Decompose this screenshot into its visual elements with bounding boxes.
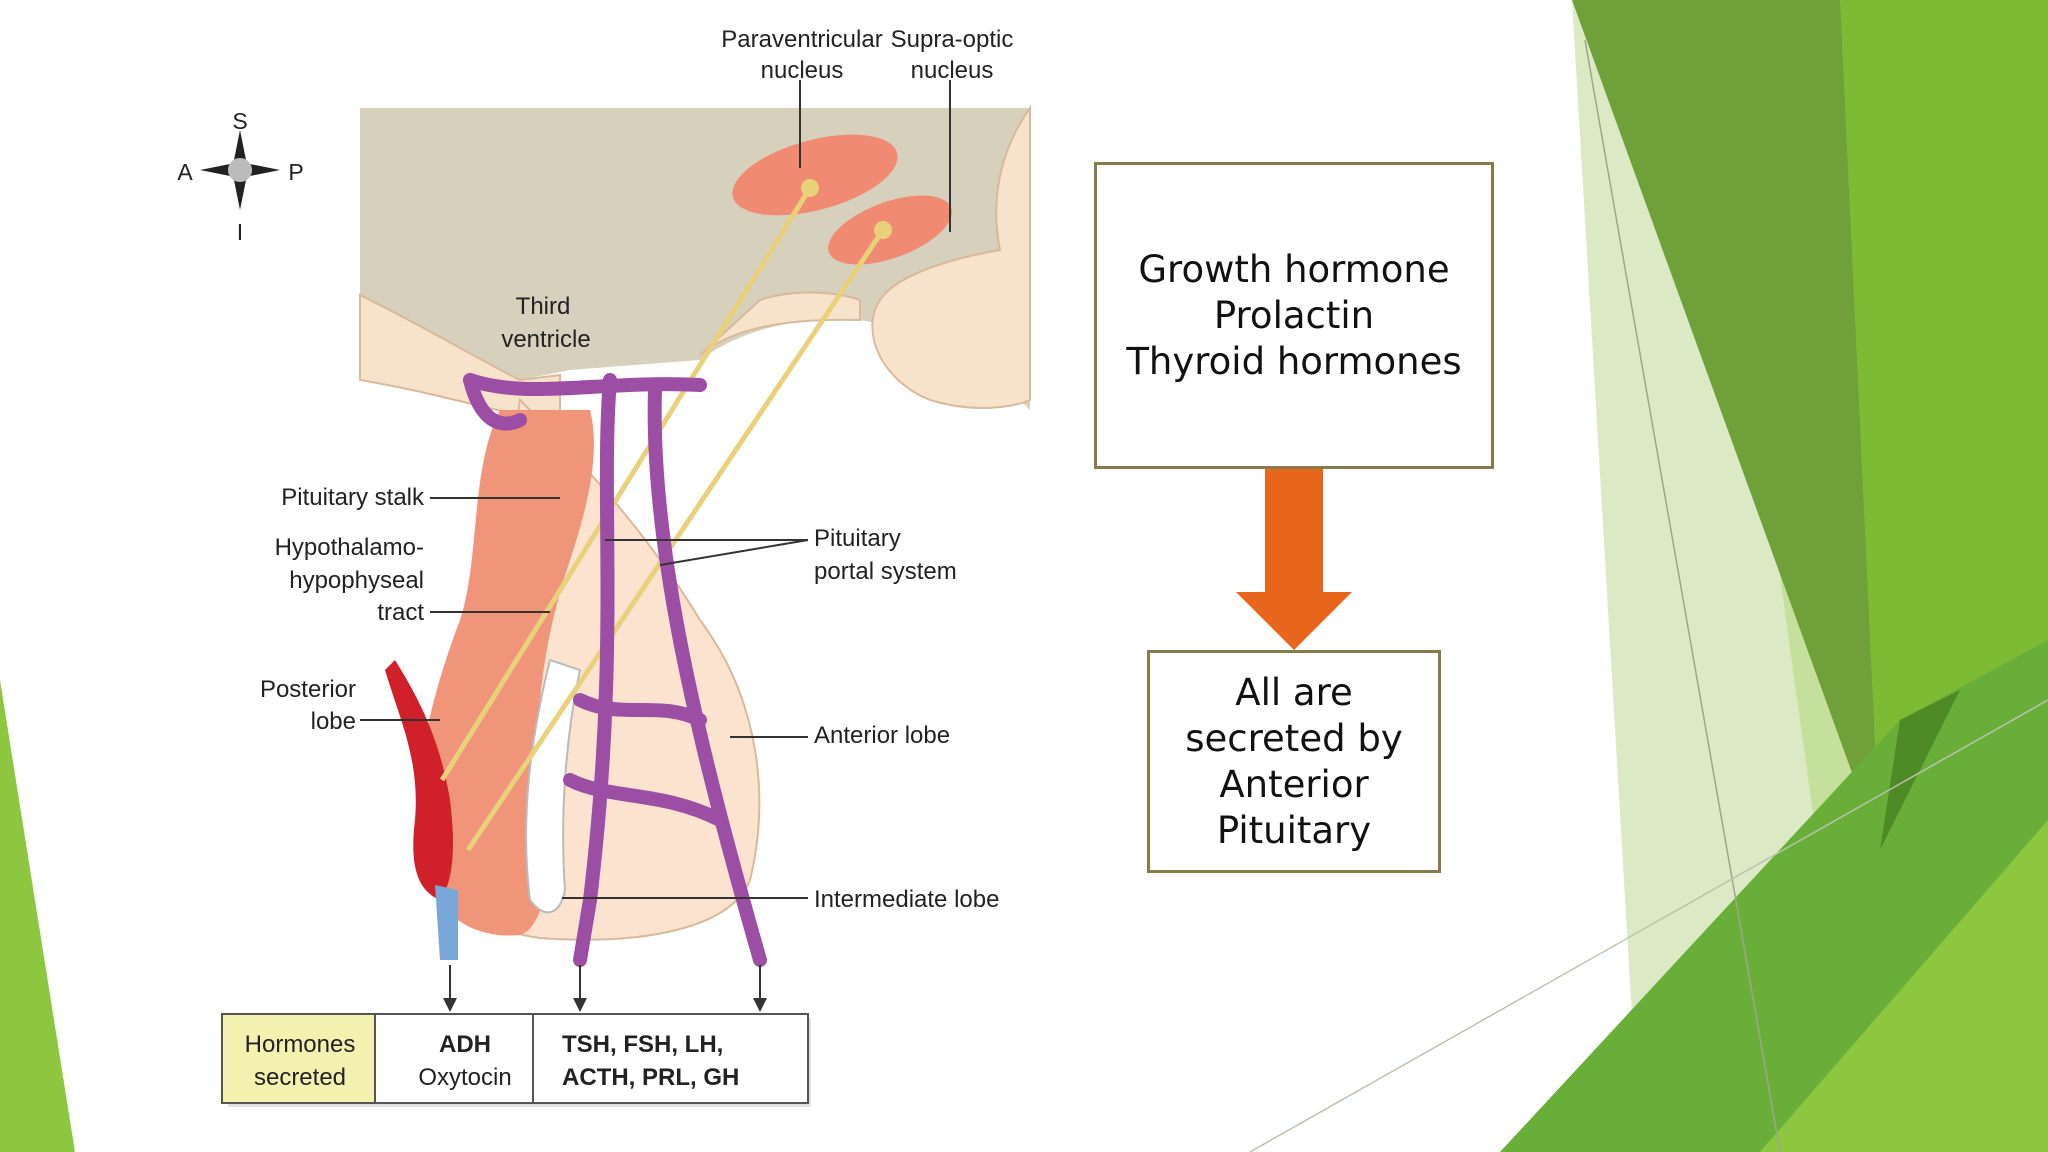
diagram-labels: Paraventricular nucleus Supra-optic nucl…	[260, 26, 1013, 913]
label-supraoptic-2: nucleus	[911, 57, 994, 84]
table-posterior-cell	[374, 1013, 534, 1104]
table-anterior-cell	[532, 1013, 809, 1104]
label-posterior-lobe: Posterior	[260, 676, 356, 703]
label-third-ventricle-2: ventricle	[501, 326, 590, 353]
accent-dark-green	[1880, 690, 1960, 850]
table-posterior-line-1: ADH	[439, 1031, 491, 1058]
compass-rose: S I A P	[177, 108, 303, 245]
arrow-heads	[443, 998, 767, 1012]
label-supraoptic: Supra-optic	[891, 26, 1014, 53]
vein	[435, 885, 458, 960]
conclusion-box: All are secreted by Anterior Pituitary	[1147, 650, 1441, 873]
compass-inferior: I	[237, 219, 243, 245]
right-dark-green-shape	[1572, 0, 1880, 850]
label-pituitary-stalk: Pituitary stalk	[281, 484, 425, 511]
label-intermediate-lobe: Intermediate lobe	[814, 886, 999, 913]
leader-lines	[360, 80, 951, 1005]
table-anterior-line-1: TSH, FSH, LH,	[562, 1031, 723, 1058]
nuclei-and-tract	[439, 134, 952, 852]
hormones-box: Growth hormone Prolactin Thyroid hormone…	[1094, 162, 1494, 469]
label-tract-2: hypophyseal	[289, 567, 424, 594]
label-tract-1: Hypothalamo-	[275, 534, 424, 561]
pituitary-gland	[385, 397, 761, 960]
bottom-right-green-shape	[1760, 820, 2048, 1152]
label-anterior-lobe: Anterior lobe	[814, 722, 950, 749]
label-paraventricular: Paraventricular	[721, 26, 882, 53]
conclusion-box-line-4: Pituitary	[1216, 808, 1372, 852]
conclusion-box-line-1: All are	[1235, 670, 1353, 714]
table-header-line-1: Hormones	[245, 1031, 356, 1058]
table-anterior-line-2: ACTH, PRL, GH	[562, 1064, 739, 1091]
right-green-shape	[1840, 0, 2048, 850]
down-arrow	[1236, 465, 1352, 650]
label-posterior-lobe-2: lobe	[311, 708, 356, 735]
hormones-box-line-2: Prolactin	[1213, 293, 1375, 337]
thin-line-2	[1249, 699, 2048, 1152]
portal-system	[463, 373, 767, 967]
posterior-lobe-shape	[417, 410, 594, 936]
label-third-ventricle: Third	[516, 293, 571, 320]
compass-anterior: A	[177, 159, 193, 185]
conclusion-box-line-3: Anterior	[1219, 762, 1369, 806]
label-portal-system-2: portal system	[814, 558, 957, 585]
hormones-box-line-3: Thyroid hormones	[1126, 339, 1462, 383]
conclusion-box-line-2: secreted by	[1185, 716, 1403, 760]
intermediate-lobe-shape	[525, 658, 582, 914]
compass-superior: S	[232, 108, 247, 134]
label-tract-3: tract	[377, 599, 424, 626]
label-paraventricular-2: nucleus	[761, 57, 844, 84]
left-green-strip	[0, 680, 75, 1152]
hormones-table: Hormones secreted ADH Oxytocin TSH, FSH,…	[221, 1013, 811, 1107]
paraventricular-nucleus-shape	[732, 134, 898, 216]
hormones-box-line-1: Growth hormone	[1138, 247, 1450, 291]
label-portal-system: Pituitary	[814, 525, 901, 552]
table-header-line-2: secreted	[254, 1064, 346, 1091]
table-posterior-line-2: Oxytocin	[418, 1064, 511, 1091]
compass-posterior: P	[288, 159, 303, 185]
thin-line-1	[1584, 39, 1781, 1152]
